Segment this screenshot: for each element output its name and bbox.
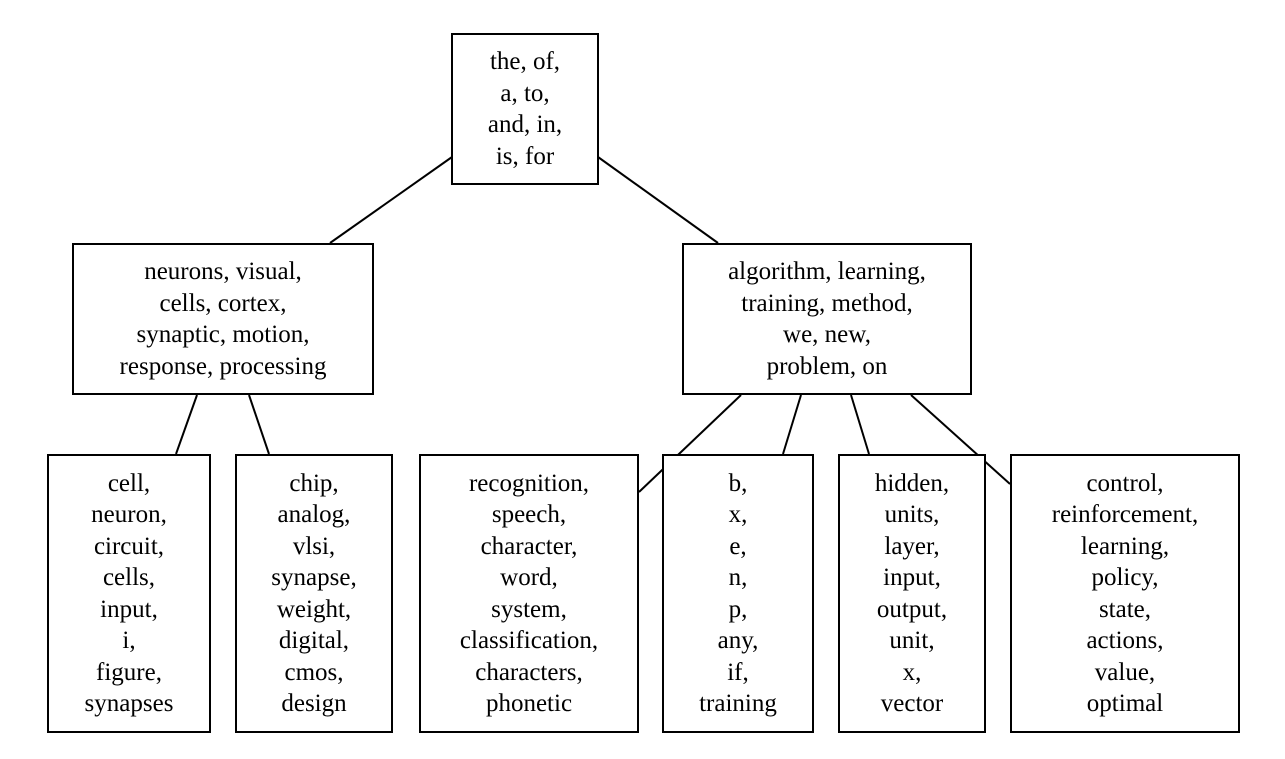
leaf-node-line: units, bbox=[884, 501, 940, 528]
leaf-node-line: neuron, bbox=[91, 501, 167, 528]
leaf-node-line: input, bbox=[883, 564, 941, 591]
leaf-node-line: b, bbox=[728, 469, 748, 497]
leaf-node-line: n, bbox=[728, 564, 748, 591]
leaf-node-line: cells, bbox=[102, 564, 156, 591]
edge-algo-to-leaf6 bbox=[910, 394, 1011, 485]
neuro-node-line: neurons, visual, bbox=[144, 258, 302, 285]
leaf-node-line: reinforcement, bbox=[1051, 501, 1199, 528]
algo-node-line: problem, on bbox=[766, 352, 888, 380]
leaf-node-line: digital, bbox=[278, 627, 350, 654]
leaf-node-line: classification, bbox=[459, 627, 599, 654]
neuro-node-line: synaptic, motion, bbox=[136, 321, 310, 348]
leaf-node-line: weight, bbox=[276, 595, 352, 623]
algo-node-line: training, method, bbox=[741, 289, 913, 317]
leaf-node-line: i, bbox=[122, 627, 136, 654]
leaf-node-line: figure, bbox=[96, 658, 162, 686]
algo-node-line: algorithm, learning, bbox=[728, 258, 926, 285]
leaf-node-line: analog, bbox=[277, 501, 351, 528]
edge-algo-to-leaf4 bbox=[782, 394, 802, 455]
leaf-node-4: b, x, e, n, p, any, if, training bbox=[662, 454, 814, 733]
leaf-node-line: phonetic bbox=[485, 690, 573, 717]
leaf-node-line: policy, bbox=[1091, 564, 1159, 591]
leaf-node-2: chip, analog, vlsi, synapse, weight, dig… bbox=[235, 454, 393, 733]
leaf-node-1: cell, neuron, circuit, cells, input, i, … bbox=[47, 454, 211, 733]
neuro-node-line: cells, cortex, bbox=[159, 289, 287, 317]
leaf-node-line: vector bbox=[880, 690, 944, 717]
edge-neuro-to-leaf1 bbox=[175, 394, 198, 455]
leaf-node-line: actions, bbox=[1086, 627, 1164, 654]
neuro-node: neurons, visual, cells, cortex, synaptic… bbox=[72, 243, 374, 395]
leaf-node-line: input, bbox=[100, 595, 158, 623]
root-node-line: and, in, bbox=[487, 111, 563, 138]
leaf-node-line: cell, bbox=[107, 469, 151, 497]
leaf-node-line: value, bbox=[1094, 658, 1156, 686]
leaf-node-line: circuit, bbox=[93, 532, 165, 560]
leaf-node-line: word, bbox=[500, 564, 558, 591]
leaf-node-line: character, bbox=[480, 532, 578, 560]
leaf-node-6: control, reinforcement, learning, policy… bbox=[1010, 454, 1240, 733]
leaf-node-line: recognition, bbox=[468, 469, 590, 497]
leaf-node-line: control, bbox=[1086, 469, 1164, 497]
leaf-node-line: design bbox=[281, 690, 347, 717]
edge-root-to-neuro bbox=[329, 156, 453, 244]
leaf-node-5: hidden, units, layer, input, output, uni… bbox=[838, 454, 986, 733]
leaf-node-line: if, bbox=[727, 658, 749, 686]
leaf-node-line: layer, bbox=[884, 532, 940, 560]
edge-neuro-to-leaf2 bbox=[248, 394, 270, 455]
root-node-line: a, to, bbox=[500, 79, 550, 107]
algo-node-line: we, new, bbox=[783, 321, 871, 348]
leaf-node-line: speech, bbox=[491, 501, 567, 528]
leaf-node-3: recognition, speech, character, word, sy… bbox=[419, 454, 639, 733]
leaf-node-line: characters, bbox=[475, 658, 583, 686]
leaf-node-line: learning, bbox=[1080, 532, 1170, 560]
leaf-node-line: optimal bbox=[1086, 690, 1164, 717]
leaf-node-line: system, bbox=[491, 595, 567, 623]
leaf-node-line: x, bbox=[728, 501, 748, 528]
leaf-node-line: chip, bbox=[289, 469, 339, 497]
leaf-node-line: unit, bbox=[889, 627, 935, 654]
edge-root-to-algo bbox=[597, 156, 719, 244]
leaf-node-line: x, bbox=[902, 658, 922, 686]
root-node-line: the, of, bbox=[489, 48, 561, 75]
edge-algo-to-leaf3 bbox=[638, 394, 742, 493]
leaf-node-line: state, bbox=[1098, 595, 1152, 623]
leaf-node-line: vlsi, bbox=[292, 532, 336, 560]
leaf-node-line: synapses bbox=[84, 690, 174, 717]
leaf-node-line: any, bbox=[717, 627, 759, 654]
leaf-node-line: e, bbox=[729, 532, 747, 560]
leaf-node-line: cmos, bbox=[284, 658, 344, 686]
edge-algo-to-leaf5 bbox=[850, 394, 870, 455]
leaf-node-line: hidden, bbox=[874, 469, 950, 497]
root-node: the, of, a, to, and, in, is, for bbox=[451, 33, 599, 185]
leaf-node-line: training bbox=[699, 690, 777, 717]
algo-node: algorithm, learning, training, method, w… bbox=[682, 243, 972, 395]
leaf-node-line: synapse, bbox=[271, 564, 357, 591]
root-node-line: is, for bbox=[495, 142, 555, 170]
leaf-node-line: p, bbox=[728, 595, 748, 623]
neuro-node-line: response, processing bbox=[119, 352, 327, 380]
leaf-node-line: output, bbox=[876, 595, 948, 623]
